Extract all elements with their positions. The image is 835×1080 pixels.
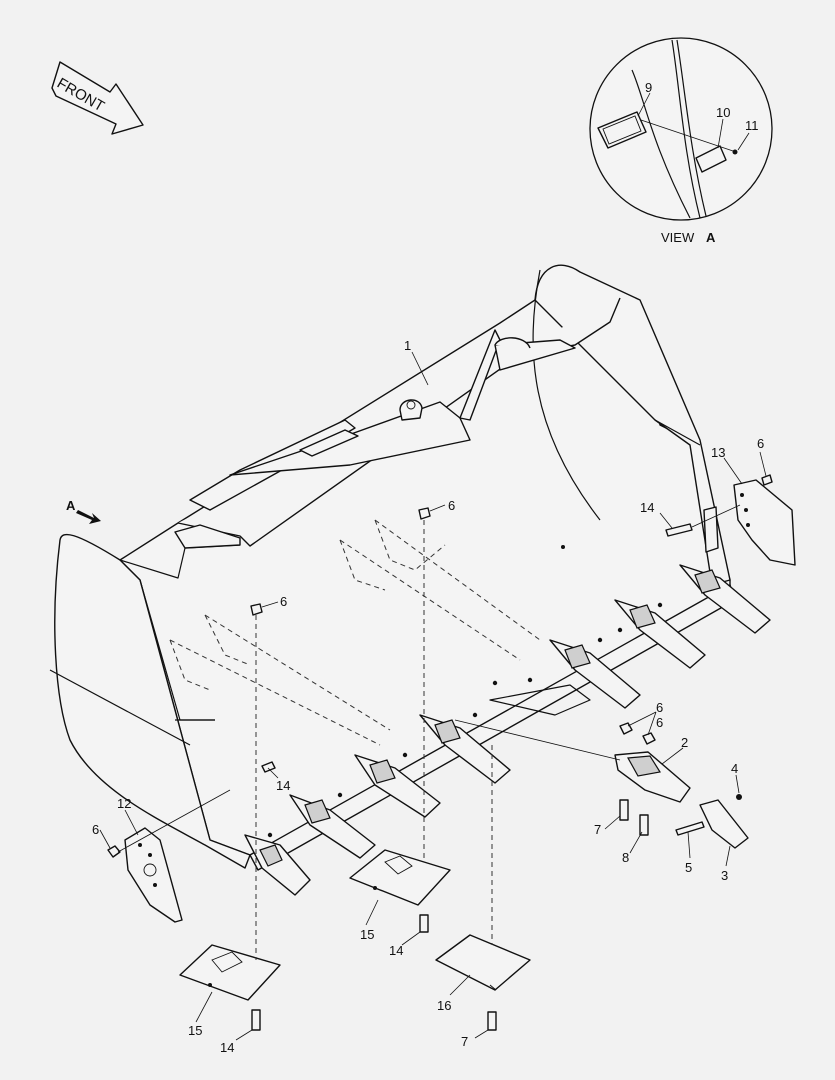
view-a-arrow: A bbox=[66, 498, 101, 524]
bolt-14d bbox=[251, 1009, 261, 1031]
callout-labels: 1 2 3 4 5 6 6 6 6 6 6 7 7 8 12 13 14 14 … bbox=[92, 338, 764, 1055]
callout-12: 12 bbox=[117, 796, 131, 811]
tooth-2 bbox=[289, 794, 376, 859]
callout-9: 9 bbox=[645, 80, 652, 95]
bolt-14c bbox=[419, 914, 429, 933]
callout-6a: 6 bbox=[757, 436, 764, 451]
bucket-body bbox=[49, 264, 736, 871]
callout-10: 10 bbox=[716, 105, 730, 120]
wear-plate-16 bbox=[435, 934, 531, 991]
pin-5 bbox=[675, 821, 705, 836]
callout-5: 5 bbox=[685, 860, 692, 875]
retainer-4 bbox=[736, 794, 742, 800]
wear-plate-15b bbox=[349, 849, 451, 906]
callout-14c: 14 bbox=[389, 943, 403, 958]
bolt-14b bbox=[261, 761, 276, 773]
callout-2: 2 bbox=[681, 735, 688, 750]
nut-6b bbox=[418, 507, 431, 520]
plate-9 bbox=[597, 111, 647, 149]
teeth-row bbox=[244, 564, 771, 896]
front-direction-arrow: FRONT bbox=[51, 61, 144, 135]
view-label: VIEW bbox=[661, 230, 695, 245]
exploded-tooth-assembly bbox=[454, 719, 749, 849]
nut-6c bbox=[250, 603, 263, 616]
nut-6f bbox=[107, 845, 121, 858]
callout-4: 4 bbox=[731, 761, 738, 776]
loose-hardware bbox=[250, 507, 497, 1031]
callout-6f: 6 bbox=[92, 822, 99, 837]
tooth-7 bbox=[679, 564, 771, 634]
callout-14d: 14 bbox=[220, 1040, 234, 1055]
wear-plate-15a bbox=[179, 944, 281, 1001]
callout-14b: 14 bbox=[276, 778, 290, 793]
view-arrow-letter: A bbox=[66, 498, 76, 513]
callout-14a: 14 bbox=[640, 500, 654, 515]
view-a-detail: 9 10 11 VIEW A bbox=[589, 37, 773, 245]
bolt-14a bbox=[665, 523, 693, 537]
callout-6e: 6 bbox=[656, 715, 663, 730]
callout-15a: 15 bbox=[360, 927, 374, 942]
leader-lines bbox=[99, 351, 767, 1041]
hidden-wear-pads bbox=[169, 519, 541, 746]
bolt-7b bbox=[487, 1011, 497, 1031]
vertical-dashed-guides bbox=[255, 520, 493, 960]
callout-3: 3 bbox=[721, 868, 728, 883]
tooth-1 bbox=[244, 834, 311, 896]
view-letter: A bbox=[706, 230, 716, 245]
callout-11: 11 bbox=[745, 118, 759, 133]
callout-6d: 6 bbox=[656, 700, 663, 715]
side-cutter-12 bbox=[107, 789, 231, 923]
plate-10 bbox=[695, 145, 727, 173]
tooth-4 bbox=[419, 714, 511, 784]
bolt-7 bbox=[619, 799, 629, 821]
callout-7b: 7 bbox=[461, 1034, 468, 1049]
tooth-6 bbox=[614, 599, 706, 669]
side-cutter-13 bbox=[665, 474, 796, 566]
hinge-brackets bbox=[174, 329, 576, 549]
edge-bolts bbox=[267, 602, 663, 838]
bolt-8 bbox=[639, 814, 649, 836]
callout-13: 13 bbox=[711, 445, 725, 460]
callout-8: 8 bbox=[622, 850, 629, 865]
callout-6b: 6 bbox=[448, 498, 455, 513]
tooth-3 bbox=[699, 799, 749, 849]
callout-7a: 7 bbox=[594, 822, 601, 837]
callout-16: 16 bbox=[437, 998, 451, 1013]
tooth-5 bbox=[549, 639, 641, 709]
callout-1: 1 bbox=[404, 338, 411, 353]
callout-15b: 15 bbox=[188, 1023, 202, 1038]
nut-6a bbox=[761, 474, 773, 486]
nut-6e bbox=[642, 732, 656, 745]
tooth-3 bbox=[354, 754, 441, 818]
callout-6c: 6 bbox=[280, 594, 287, 609]
